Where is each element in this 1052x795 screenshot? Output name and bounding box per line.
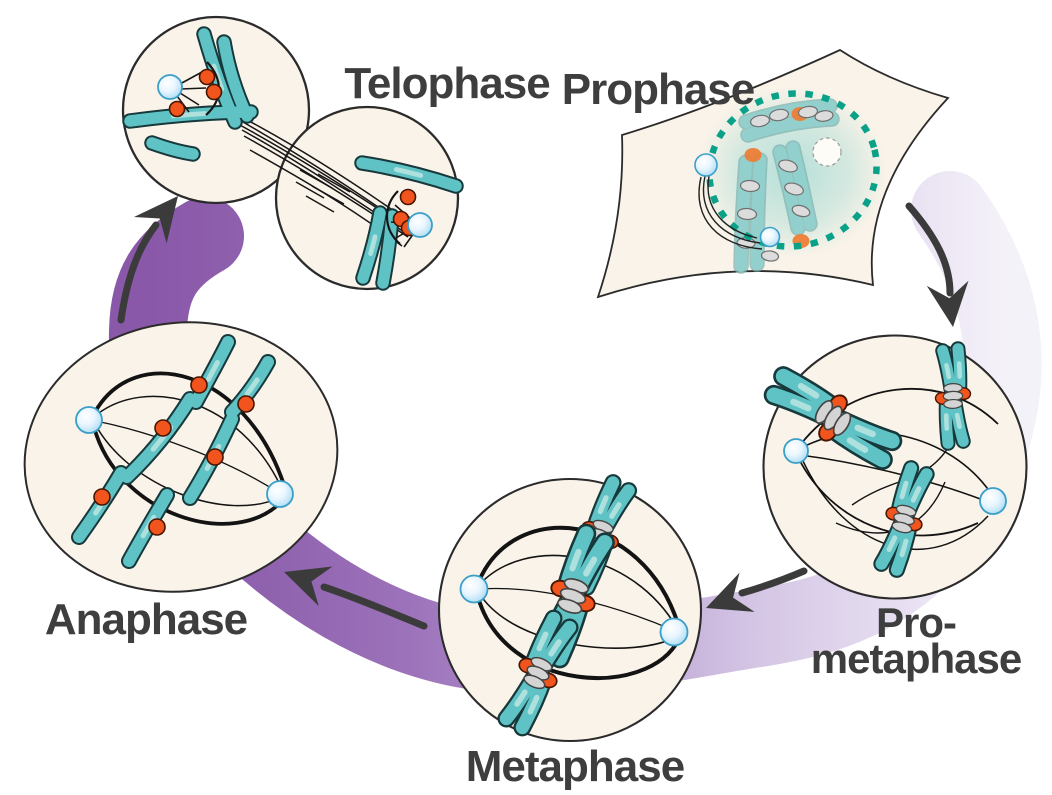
nucleolus bbox=[812, 137, 842, 167]
prometaphase-label-line2: metaphase bbox=[811, 635, 1021, 682]
condensin-coils bbox=[736, 105, 834, 262]
prometaphase-label-line1: Pro- bbox=[876, 599, 956, 646]
arrow-metaphase-to-anaphase-icon bbox=[284, 566, 428, 630]
centrosome bbox=[459, 574, 489, 604]
centrosome bbox=[783, 438, 809, 464]
centrosome bbox=[659, 617, 689, 647]
arrow-prophase-to-prometaphase-icon bbox=[905, 202, 969, 327]
daughter-cell-membrane bbox=[274, 105, 460, 291]
prometaphase-cell bbox=[764, 334, 1028, 600]
kinetochores bbox=[93, 376, 255, 536]
nuclear-envelope-dotted bbox=[706, 90, 880, 250]
centrosome bbox=[157, 74, 183, 100]
prophase-label: Prophase bbox=[562, 65, 755, 114]
aster-fibers bbox=[698, 175, 763, 250]
centrosome bbox=[75, 406, 103, 434]
centrosome bbox=[407, 212, 433, 238]
centrosome bbox=[759, 226, 781, 248]
centrosome bbox=[266, 480, 294, 508]
spindle-fibers bbox=[92, 371, 286, 526]
centrosome bbox=[694, 153, 718, 177]
prophase-cell bbox=[596, 48, 950, 299]
telophase-cells bbox=[121, 15, 464, 291]
arrow-anaphase-to-telophase-icon bbox=[117, 196, 178, 324]
arrow-prometaphase-to-metaphase-icon bbox=[706, 567, 808, 612]
metaphase-label: Metaphase bbox=[466, 742, 684, 791]
telophase-label: Telophase bbox=[344, 59, 549, 108]
anaphase-cell bbox=[23, 321, 339, 593]
anaphase-label: Anaphase bbox=[45, 595, 247, 644]
separating-chromatids bbox=[71, 334, 276, 569]
metaphase-cell bbox=[437, 478, 703, 741]
prophase-chromosomes bbox=[733, 98, 840, 274]
centrosome bbox=[979, 487, 1007, 515]
